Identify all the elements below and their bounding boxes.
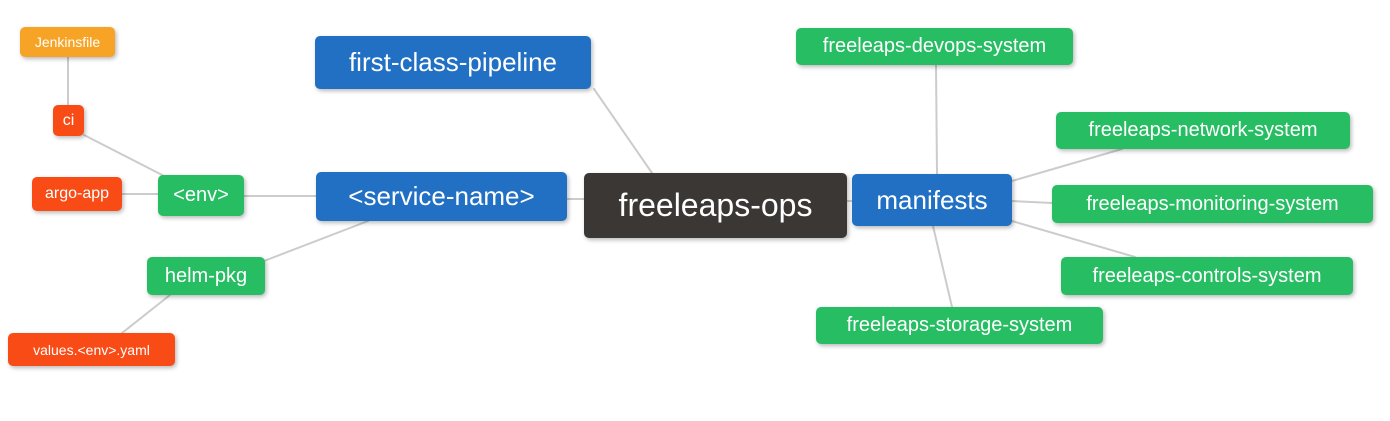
node-freeleaps-ops-root[interactable]: freeleaps-ops <box>584 173 847 238</box>
node-helm-pkg[interactable]: helm-pkg <box>147 257 265 295</box>
node-freeleaps-monitoring-system[interactable]: freeleaps-monitoring-system <box>1052 185 1373 223</box>
edge-manifests-devops <box>935 64 938 175</box>
edge-first-class-pipeline-root <box>593 88 653 174</box>
node-argo-app[interactable]: argo-app <box>32 177 122 211</box>
edge-manifests-storage <box>932 225 953 308</box>
node-freeleaps-devops-system[interactable]: freeleaps-devops-system <box>796 28 1073 65</box>
node-values-env-yaml[interactable]: values.<env>.yaml <box>8 333 175 366</box>
node-first-class-pipeline[interactable]: first-class-pipeline <box>315 36 591 89</box>
edge-ci-env <box>83 134 167 178</box>
edge-helm-pkg-values <box>121 294 171 334</box>
node-freeleaps-controls-system[interactable]: freeleaps-controls-system <box>1061 257 1353 295</box>
edge-manifests-monitoring <box>1011 200 1053 204</box>
node-freeleaps-network-system[interactable]: freeleaps-network-system <box>1056 112 1350 149</box>
node-jenkinsfile[interactable]: Jenkinsfile <box>20 27 115 57</box>
edge-manifests-network <box>1011 148 1123 182</box>
node-env[interactable]: <env> <box>158 175 244 216</box>
edge-service-name-helm-pkg <box>263 220 369 262</box>
node-ci[interactable]: ci <box>53 105 84 136</box>
node-freeleaps-storage-system[interactable]: freeleaps-storage-system <box>816 307 1103 344</box>
node-manifests[interactable]: manifests <box>852 174 1012 226</box>
node-service-name[interactable]: <service-name> <box>316 172 567 221</box>
edge-manifests-controls <box>1011 220 1136 258</box>
